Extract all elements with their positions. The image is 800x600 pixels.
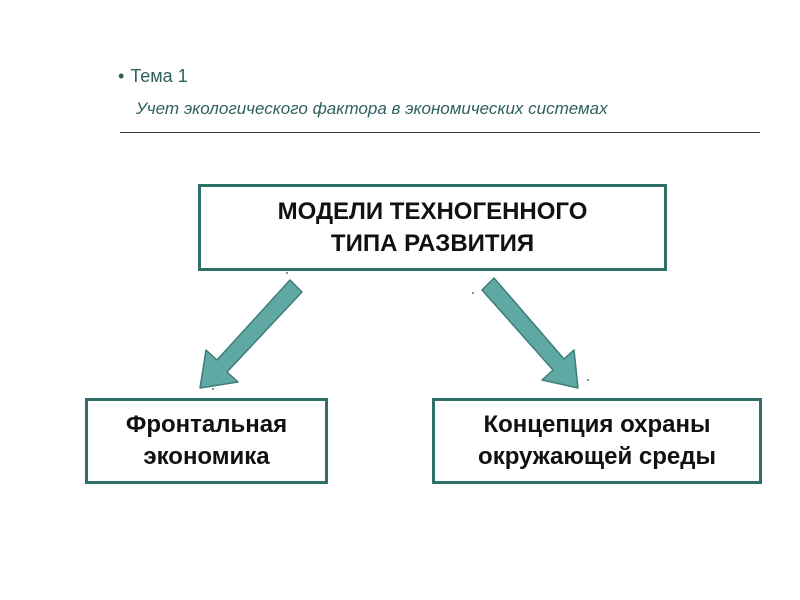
arrow-right (481, 277, 579, 389)
root-node-label: МОДЕЛИ ТЕХНОГЕННОГО ТИПА РАЗВИТИЯ (277, 197, 588, 257)
root-node-box: МОДЕЛИ ТЕХНОГЕННОГО ТИПА РАЗВИТИЯ (198, 184, 667, 271)
slide-subtitle: Учет экологического фактора в экономичес… (136, 99, 608, 118)
header-divider (120, 132, 760, 133)
left-node-label: Фронтальная экономика (125, 411, 288, 470)
right-node-box: Концепция охраны окружающей среды (432, 398, 762, 484)
left-node-box: Фронтальная экономика (85, 398, 328, 484)
topic-bullet: •Тема 1 (118, 66, 188, 87)
topic-label: Тема 1 (130, 66, 188, 86)
stray-dot (286, 272, 288, 274)
bullet-dot: • (118, 66, 125, 86)
stray-dot (472, 292, 474, 294)
stray-dot (212, 388, 214, 390)
right-node-label: Концепция охраны окружающей среды (478, 411, 716, 470)
stray-dot (587, 379, 589, 381)
arrow-left (199, 279, 303, 389)
